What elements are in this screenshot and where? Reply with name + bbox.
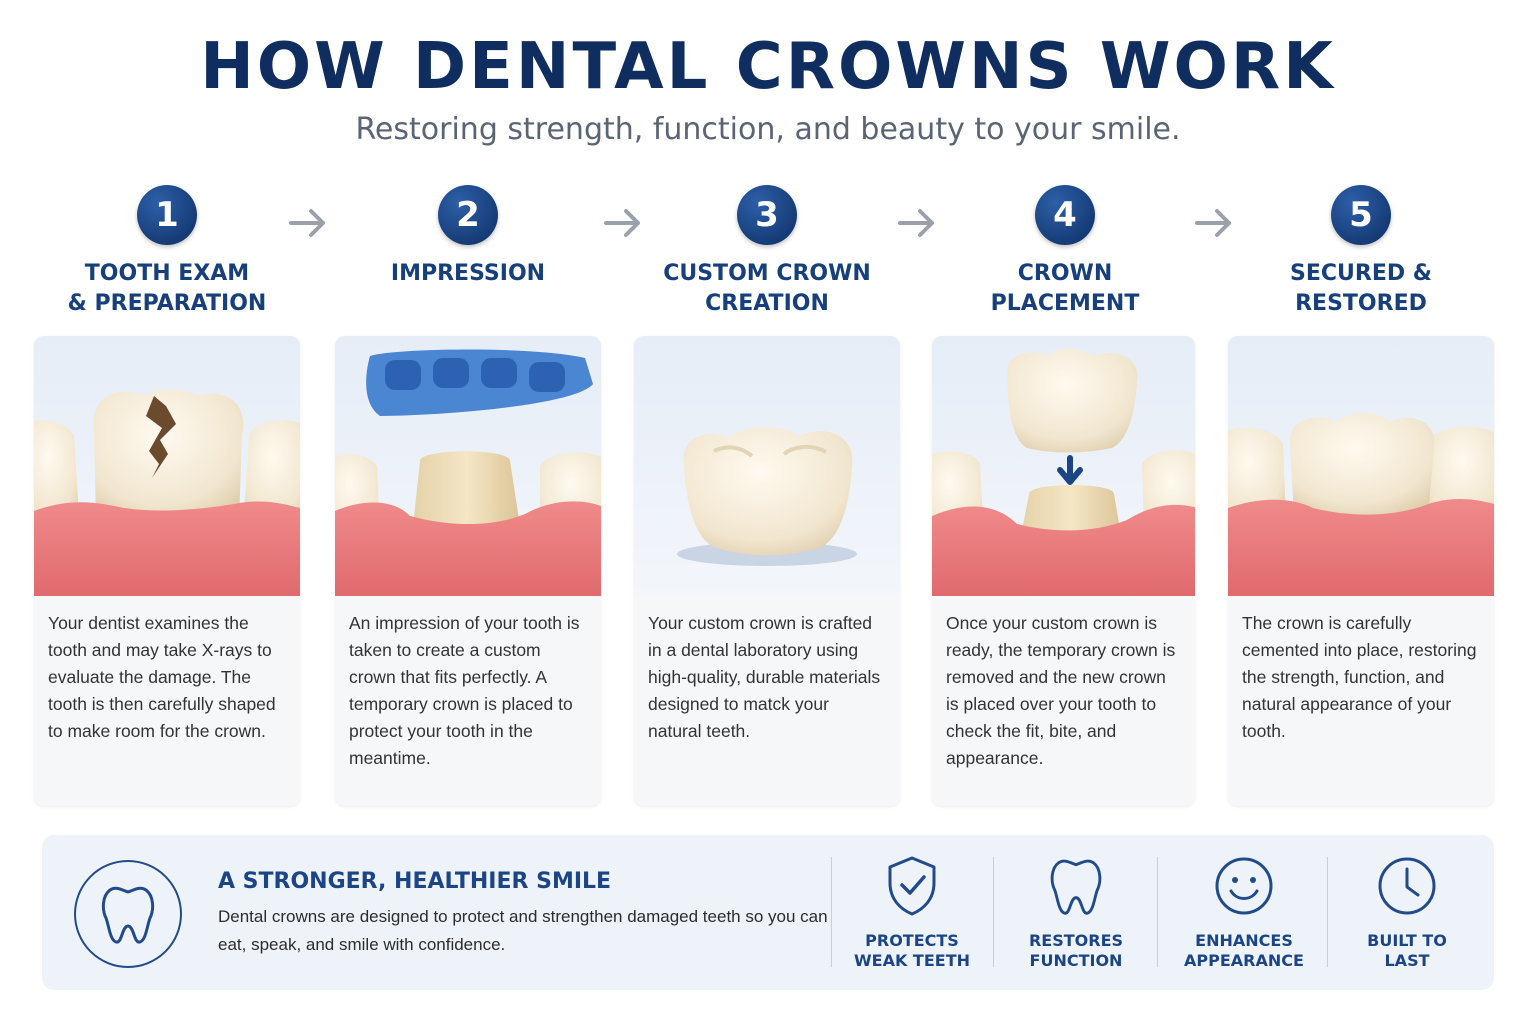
arrow-right-icon (1195, 209, 1231, 237)
banner-heading: A STRONGER, HEALTHIER SMILE (218, 869, 612, 894)
page-title: HOW DENTAL CROWNS WORK (200, 30, 1336, 104)
divider (993, 857, 994, 967)
benefit-restores: RESTORES FUNCTION (996, 855, 1156, 971)
step-title: SECURED & RESTORED (1290, 261, 1432, 316)
arrow-right-icon (898, 209, 934, 237)
step-description: Your dentist examines the tooth and may … (48, 613, 276, 741)
tooth-icon (101, 886, 155, 944)
clock-icon (1378, 857, 1436, 915)
step-number-badge: 4 (1035, 185, 1095, 245)
step-4: 4 CROWN PLACEMENT (932, 185, 1198, 323)
crown-placement-illustration (932, 336, 1195, 596)
step-title: IMPRESSION (390, 261, 546, 286)
impression-illustration (335, 336, 601, 596)
benefit-label: PROTECTS WEAK TEETH (853, 931, 970, 970)
step-description: Once your custom crown is ready, the tem… (946, 613, 1176, 768)
benefit-label: BUILT TO LAST (1367, 931, 1447, 970)
benefit-label: RESTORES FUNCTION (1028, 931, 1124, 970)
shield-check-icon (888, 856, 936, 916)
step-card-1: Your dentist examines the tooth and may … (34, 336, 300, 806)
step-card-2: An impression of your tooth is taken to … (335, 336, 601, 806)
benefits-banner: A STRONGER, HEALTHIER SMILE Dental crown… (42, 835, 1494, 990)
custom-crown-illustration (634, 336, 900, 596)
step-number-badge: 5 (1331, 185, 1391, 245)
step-description: An impression of your tooth is taken to … (349, 613, 580, 768)
step-title: CUSTOM CROWN CREATION (663, 261, 871, 316)
benefit-label: ENHANCES APPEARANCE (1184, 931, 1304, 970)
benefit-built-to-last: BUILT TO LAST (1327, 855, 1487, 971)
divider (831, 857, 832, 967)
banner-text: Dental crowns are designed to protect an… (218, 907, 828, 954)
arrow-right-icon (604, 209, 640, 237)
divider (1327, 857, 1328, 967)
step-number-badge: 3 (737, 185, 797, 245)
step-5: 5 SECURED & RESTORED (1228, 185, 1494, 323)
step-title: CROWN PLACEMENT (990, 261, 1140, 316)
benefit-protects: PROTECTS WEAK TEETH (832, 855, 992, 971)
step-3: 3 CUSTOM CROWN CREATION (634, 185, 900, 323)
step-description: Your custom crown is crafted in a dental… (648, 613, 881, 741)
page-subtitle: Restoring strength, function, and beauty… (355, 112, 1181, 147)
divider (1157, 857, 1158, 967)
step-number-badge: 1 (137, 185, 197, 245)
damaged-tooth-illustration (34, 336, 300, 596)
step-card-4: Once your custom crown is ready, the tem… (932, 336, 1195, 806)
tooth-badge (74, 860, 182, 968)
step-number-badge: 2 (438, 185, 498, 245)
step-2: 2 IMPRESSION (335, 185, 601, 323)
smiley-icon (1215, 857, 1273, 915)
restored-tooth-illustration (1228, 336, 1494, 596)
step-title: TOOTH EXAM & PREPARATION (67, 261, 267, 316)
step-1: 1 TOOTH EXAM & PREPARATION (34, 185, 300, 323)
step-card-3: Your custom crown is crafted in a dental… (634, 336, 900, 806)
step-description: The crown is carefully cemented into pla… (1242, 613, 1477, 741)
benefit-enhances: ENHANCES APPEARANCE (1164, 855, 1324, 971)
step-card-5: The crown is carefully cemented into pla… (1228, 336, 1494, 806)
arrow-right-icon (289, 209, 325, 237)
tooth-icon (1050, 859, 1102, 915)
